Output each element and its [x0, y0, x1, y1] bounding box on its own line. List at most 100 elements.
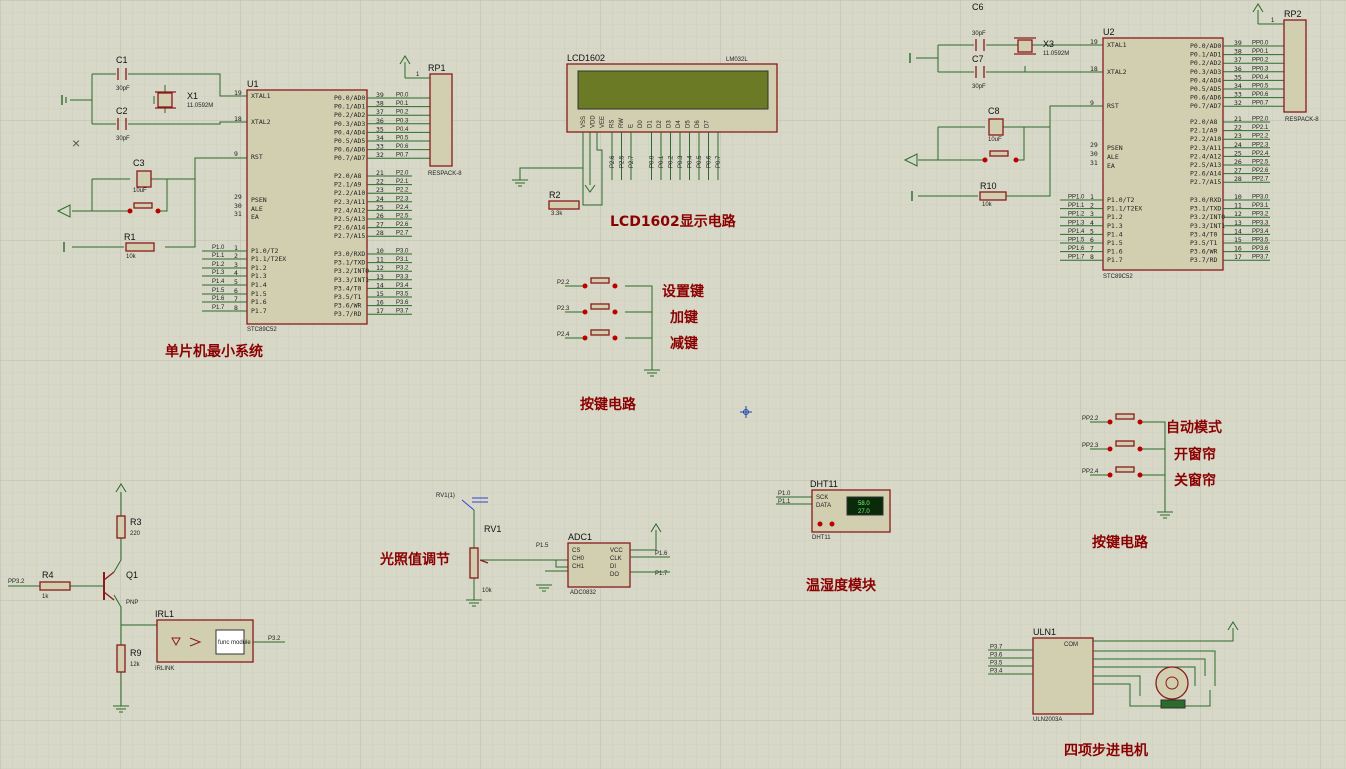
x3-ref: X3 — [1043, 39, 1054, 49]
r1-ref: R1 — [124, 232, 136, 242]
caption-lcd-circuit: LCD1602显示电路 — [610, 213, 737, 230]
u1-pin-name: P3.0/RXD — [334, 250, 365, 258]
u2-pin-name: P1.6 — [1107, 248, 1123, 256]
u2-pin-name: ALE — [1107, 153, 1119, 161]
u1-pin-num: 5 — [234, 278, 238, 286]
u2-net-label: PP2.7 — [1252, 177, 1269, 183]
c8-ref: C8 — [988, 106, 1000, 116]
u2-pin-num: 12 — [1234, 210, 1242, 218]
adc0832-chip[interactable]: ADC1 ADC0832 CSCH0CH1VCCCLKDIDOP1.5P1.6P… — [536, 532, 668, 596]
u2-pin-num: 16 — [1234, 245, 1242, 253]
crystal-x3[interactable]: X3 11.0592M — [1014, 37, 1069, 57]
u2-net-label: PP3.7 — [1252, 255, 1269, 261]
c3-ref: C3 — [133, 158, 145, 168]
light-sensor-irl1[interactable]: func module IRL1 IRLINK P3.2 — [155, 609, 281, 672]
adc-net-label: P1.6 — [655, 551, 668, 557]
capacitor-c3[interactable]: C3 10uF — [133, 158, 152, 194]
u1-pin-num: 24 — [376, 195, 384, 203]
x1-value: 11.0592M — [187, 103, 213, 109]
u2-pin-name: P0.2/AD2 — [1190, 59, 1221, 67]
lcd-pin-name: D4 — [676, 120, 682, 128]
uln-part: ULN2003A — [1033, 717, 1062, 723]
u2-net-label: PP2.4 — [1252, 151, 1269, 157]
resistor-r1[interactable]: R1 10k — [124, 232, 155, 260]
key-label: 自动模式 — [1166, 419, 1222, 436]
crystal-x1[interactable]: X1 11.0592M — [155, 91, 213, 109]
chip-u1[interactable]: U1 STC89C52 XTAL119XTAL218RST9PSEN29ALE3… — [202, 79, 430, 333]
key-net-label: PP2.2 — [1082, 416, 1099, 422]
capacitor-c7[interactable]: C7 30pF — [972, 54, 986, 90]
u2-pin-name: PSEN — [1107, 144, 1123, 152]
lcd-pin-name: VSS — [581, 116, 587, 128]
reset-button[interactable] — [127, 202, 161, 214]
u2-pin-num: 9 — [1090, 99, 1094, 107]
resistor-pack-rp1[interactable]: RP1 RESPACK-8 1 — [399, 55, 462, 177]
u2-pin-num: 22 — [1234, 124, 1242, 132]
u1-net-label: P3.6 — [396, 300, 409, 306]
u2-pin-num: 14 — [1234, 227, 1242, 235]
key-label: 加键 — [669, 309, 699, 326]
key-net-label: P2.2 — [557, 280, 570, 286]
u2-net-label: PP2.2 — [1252, 134, 1269, 140]
u1-net-label: P3.7 — [396, 309, 409, 315]
u2-left-pins: XTAL119XTAL218RST9PSEN29ALE30EA31P1.0/T2… — [1060, 38, 1142, 264]
resistor-r10[interactable]: R10 10k — [979, 181, 1007, 208]
adc-pin-left: CS — [572, 548, 580, 554]
dht11-sensor[interactable]: 58.0 27.0 DHT11 DHT11 SCK DATA P1.0 P1.1 — [778, 479, 891, 541]
u1-pin-num: 14 — [376, 281, 384, 289]
u2-net-label: PP1.2 — [1068, 212, 1085, 218]
u2-pin-name: P0.5/AD5 — [1190, 85, 1221, 93]
key-button[interactable]: PP2.2 自动模式 — [1082, 413, 1222, 436]
u1-pin-name: P0.5/AD5 — [334, 137, 365, 145]
resistor-r4[interactable]: R4 1k — [39, 570, 71, 600]
u1-pin-name: P2.1/A9 — [334, 181, 361, 189]
transistor-q1[interactable]: Q1 PNP — [103, 570, 138, 606]
dht-part-label: DHT11 — [812, 535, 831, 541]
adc-pin-right: DI — [610, 564, 616, 570]
lcd-pin-name: RW — [619, 118, 625, 128]
u1-net-label: P3.1 — [396, 257, 409, 263]
potentiometer-rv1[interactable]: RV1 10k — [469, 524, 501, 594]
u1-pin-name: EA — [251, 213, 259, 221]
capacitor-c8[interactable]: C8 10uF — [988, 106, 1004, 143]
chip-u2[interactable]: U2 STC89C52 XTAL119XTAL218RST9PSEN29ALE3… — [1060, 27, 1284, 280]
u2-pin-num: 13 — [1234, 219, 1242, 227]
lcd-part: LM032L — [726, 57, 748, 63]
lcd-net-label: P0.0 — [650, 155, 656, 168]
resistor-pack-rp2[interactable]: RP2 RESPACK-8 1 — [1252, 3, 1319, 123]
reset-button-2[interactable] — [982, 150, 1019, 163]
capacitor-c1[interactable]: C1 30pF — [116, 55, 130, 92]
u1-net-label: P1.2 — [212, 262, 225, 268]
resistor-r3[interactable]: R3 220 — [116, 515, 142, 539]
u2-pin-num: 15 — [1234, 236, 1242, 244]
u1-pin-num: 6 — [234, 287, 238, 295]
caption-mcu-system: 单片机最小系统 — [165, 343, 263, 360]
u1-pin-num: 13 — [376, 273, 384, 281]
u2-pin-num: 1 — [1090, 193, 1094, 201]
key-net-label: PP2.3 — [1082, 443, 1099, 449]
key-button[interactable]: P2.3加键 — [557, 303, 699, 326]
capacitor-c6[interactable]: C6 30pF — [972, 2, 986, 51]
resistor-r2[interactable]: R2 3.3k — [548, 190, 580, 217]
u2-pin-num: 35 — [1234, 73, 1242, 81]
u1-pin-name: P2.2/A10 — [334, 189, 365, 197]
stepper-motor[interactable] — [1155, 666, 1189, 709]
u1-pin-name: RST — [251, 153, 263, 161]
u1-net-label: P1.6 — [212, 296, 225, 302]
u2-pin-num: 29 — [1090, 141, 1098, 149]
uln2003-chip[interactable]: ULN1 ULN2003A COM P3.7P3.6P3.5P3.4 — [988, 627, 1094, 723]
u2-pin-name: P3.6/WR — [1190, 248, 1217, 256]
resistor-r9[interactable]: R9 12k — [116, 644, 142, 673]
key-button[interactable]: P2.4减键 — [557, 329, 699, 352]
u1-pin-name: P0.4/AD4 — [334, 128, 365, 136]
capacitor-c2[interactable]: C2 30pF — [116, 106, 130, 142]
key-label: 关窗帘 — [1174, 472, 1216, 489]
u2-part: STC89C52 — [1103, 274, 1133, 280]
u2-pin-num: 36 — [1234, 65, 1242, 73]
